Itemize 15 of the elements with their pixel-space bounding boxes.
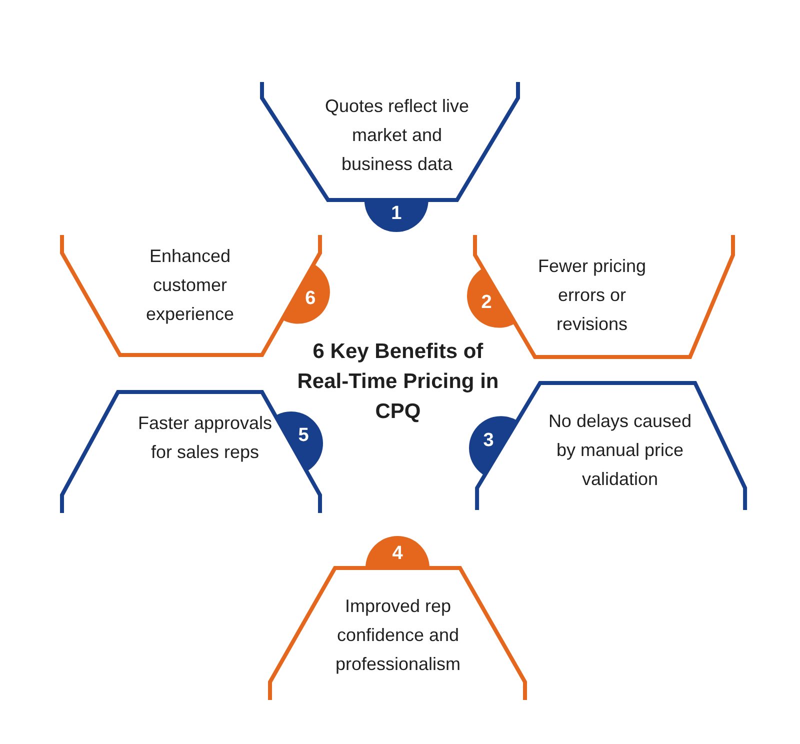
benefit-card (268, 534, 527, 702)
benefit-text: No delays caused by manual price validation (547, 410, 693, 491)
benefit-text: Faster approvals for sales reps (136, 412, 274, 464)
benefit-text: Enhanced customer experience (144, 245, 236, 326)
step-number: 4 (391, 542, 404, 565)
step-number: 3 (482, 430, 495, 452)
step-number: 6 (304, 288, 317, 310)
benefit-text: Improved rep confidence and professionalism (334, 595, 462, 676)
benefit-text: Quotes reflect live market and business data (324, 95, 470, 176)
benefit-card (260, 80, 520, 234)
benefit-text: Fewer pricing errors or revisions (536, 255, 648, 336)
step-number: 1 (390, 203, 403, 226)
step-number: 2 (480, 292, 493, 314)
step-number: 5 (297, 425, 310, 448)
diagram-title: 6 Key Benefits of Real-Time Pricing in CPQ (297, 339, 499, 425)
